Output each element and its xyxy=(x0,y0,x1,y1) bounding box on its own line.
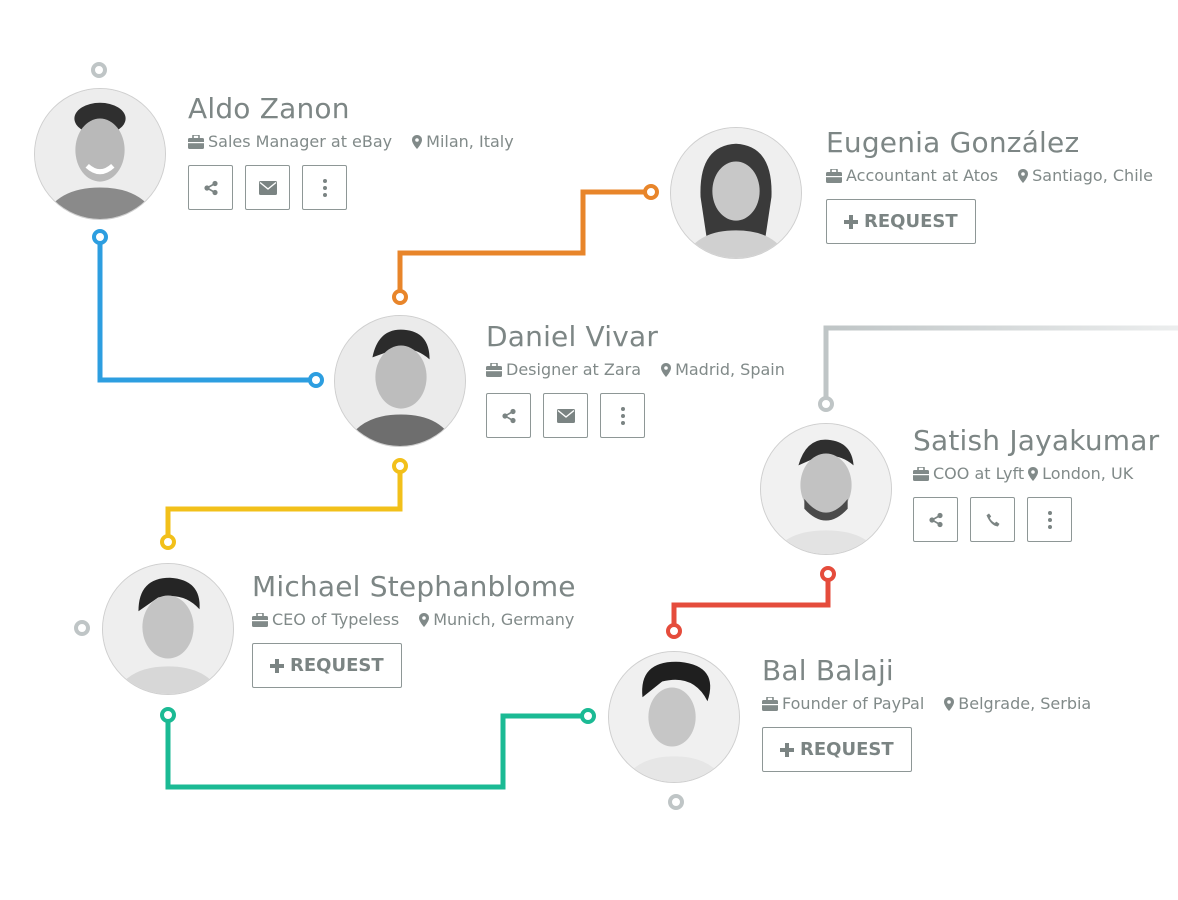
person-location: Santiago, Chile xyxy=(1032,166,1153,185)
avatar-michael[interactable] xyxy=(102,563,234,695)
briefcase-icon xyxy=(252,613,268,627)
person-role: CEO of Typeless xyxy=(272,610,400,629)
briefcase-icon xyxy=(913,467,929,481)
envelope-icon xyxy=(258,180,277,195)
more-icon xyxy=(620,406,625,425)
person-role: Designer at Zara xyxy=(506,360,642,379)
briefcase-icon xyxy=(188,135,204,149)
map-marker-icon xyxy=(419,613,430,627)
blue-connector xyxy=(92,229,324,388)
person-location: Milan, Italy xyxy=(426,132,514,151)
person-name[interactable]: Bal Balaji xyxy=(762,654,894,687)
briefcase-icon xyxy=(762,697,778,711)
card-satish: Satish Jayakumar COO at Lyft London, UK xyxy=(913,424,1159,542)
action-buttons xyxy=(486,393,785,438)
envelope-icon xyxy=(556,408,575,423)
gray-connector-top xyxy=(91,0,107,78)
share-button[interactable] xyxy=(188,165,233,210)
person-role: Sales Manager at eBay xyxy=(208,132,393,151)
person-name[interactable]: Eugenia González xyxy=(826,126,1080,159)
person-role: COO at Lyft xyxy=(933,464,1025,483)
share-button[interactable] xyxy=(486,393,531,438)
map-marker-icon xyxy=(1018,169,1029,183)
request-label: REQUEST xyxy=(800,739,894,760)
avatar-satish[interactable] xyxy=(760,423,892,555)
person-meta: Sales Manager at eBay Milan, Italy xyxy=(188,132,514,152)
card-aldo: Aldo Zanon Sales Manager at eBay Milan, … xyxy=(188,92,514,210)
person-role: Founder of PayPal xyxy=(782,694,925,713)
person-meta: Founder of PayPal Belgrade, Serbia xyxy=(762,694,1091,714)
briefcase-icon xyxy=(486,363,502,377)
card-bal: Bal Balaji Founder of PayPal Belgrade, S… xyxy=(762,654,1091,772)
person-name[interactable]: Daniel Vivar xyxy=(486,320,659,353)
person-meta: COO at Lyft London, UK xyxy=(913,464,1159,484)
person-location: Munich, Germany xyxy=(433,610,575,629)
plus-icon xyxy=(780,742,794,757)
person-name[interactable]: Aldo Zanon xyxy=(188,92,350,125)
avatar-aldo[interactable] xyxy=(34,88,166,220)
person-name[interactable]: Satish Jayakumar xyxy=(913,424,1160,457)
card-michael: Michael Stephanblome CEO of Typeless Mun… xyxy=(252,570,576,688)
avatar-bal[interactable] xyxy=(608,651,740,783)
share-icon xyxy=(501,408,516,423)
person-location: Belgrade, Serbia xyxy=(958,694,1092,713)
more-button[interactable] xyxy=(600,393,645,438)
action-buttons xyxy=(188,165,514,210)
phone-icon xyxy=(986,513,999,526)
avatar-eugenia[interactable] xyxy=(670,127,802,259)
orange-connector xyxy=(392,184,659,305)
request-label: REQUEST xyxy=(290,655,384,676)
person-meta: Accountant at Atos Santiago, Chile xyxy=(826,166,1153,186)
avatar-daniel[interactable] xyxy=(334,315,466,447)
request-button[interactable]: REQUEST xyxy=(762,727,912,772)
red-connector xyxy=(666,566,836,639)
action-buttons xyxy=(913,497,1159,542)
map-marker-icon xyxy=(944,697,955,711)
person-meta: CEO of Typeless Munich, Germany xyxy=(252,610,576,630)
map-marker-icon xyxy=(412,135,423,149)
card-eugenia: Eugenia González Accountant at Atos Sant… xyxy=(826,126,1153,244)
more-button[interactable] xyxy=(1027,497,1072,542)
card-daniel: Daniel Vivar Designer at Zara Madrid, Sp… xyxy=(486,320,785,438)
person-location: Madrid, Spain xyxy=(675,360,785,379)
call-button[interactable] xyxy=(970,497,1015,542)
plus-icon xyxy=(844,214,858,229)
share-button[interactable] xyxy=(913,497,958,542)
gray-connector-right xyxy=(818,325,1178,412)
person-meta: Designer at Zara Madrid, Spain xyxy=(486,360,785,380)
request-label: REQUEST xyxy=(864,211,958,232)
request-button[interactable]: REQUEST xyxy=(826,199,976,244)
share-icon xyxy=(928,512,943,527)
gray-connector-left xyxy=(0,620,90,636)
map-marker-icon xyxy=(1028,467,1039,481)
yellow-connector xyxy=(160,458,408,550)
request-button[interactable]: REQUEST xyxy=(252,643,402,688)
message-button[interactable] xyxy=(543,393,588,438)
more-button[interactable] xyxy=(302,165,347,210)
share-icon xyxy=(203,180,218,195)
teal-connector xyxy=(160,707,596,790)
person-name[interactable]: Michael Stephanblome xyxy=(252,570,576,603)
map-marker-icon xyxy=(661,363,672,377)
gray-connector-bottom xyxy=(668,794,684,900)
more-icon xyxy=(322,178,327,197)
person-role: Accountant at Atos xyxy=(846,166,999,185)
message-button[interactable] xyxy=(245,165,290,210)
briefcase-icon xyxy=(826,169,842,183)
person-location: London, UK xyxy=(1042,464,1134,483)
more-icon xyxy=(1047,510,1052,529)
plus-icon xyxy=(270,658,284,673)
